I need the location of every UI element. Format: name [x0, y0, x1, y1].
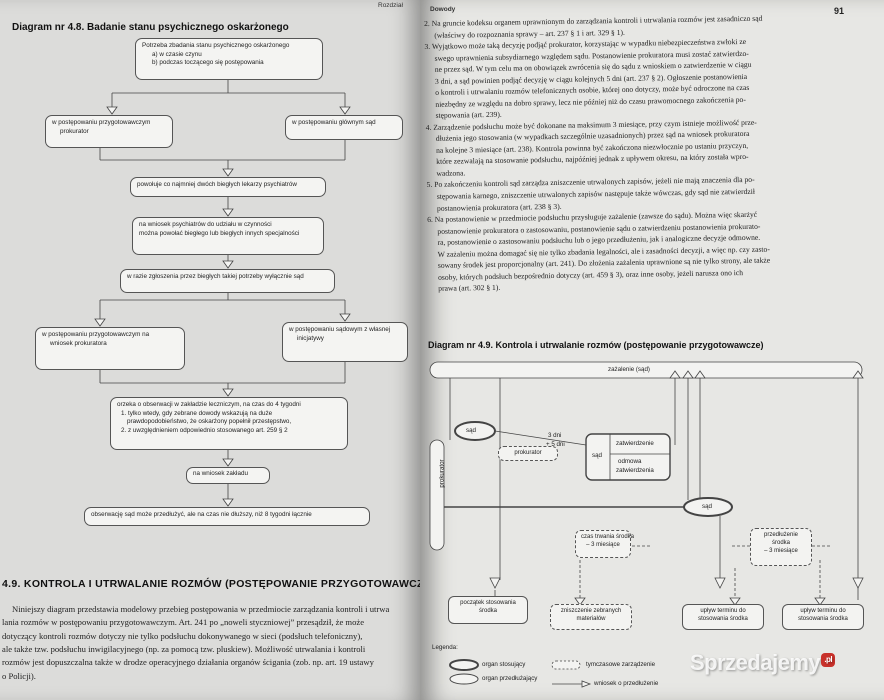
refuse-label-2: zatwierdzenia: [616, 467, 654, 474]
complaint-label: zażalenie (sąd): [608, 366, 650, 373]
court3-label: sąd: [702, 503, 712, 510]
legend-organ-extending: organ przedłużający: [482, 675, 538, 682]
approve-label: zatwierdzenie: [616, 440, 654, 447]
duration-box: czas trwania środka – 3 miesiące: [575, 530, 634, 558]
legend-temporary-order: tymczasowe zarządzenie: [586, 661, 656, 668]
box-court-only: w razie zgłoszenia przez biegłych takiej…: [120, 269, 335, 293]
diagram-title-4-8: Diagram nr 4.8. Badanie stanu psychiczne…: [12, 22, 289, 33]
box-psych-need: Potrzeba zbadania stanu psychicznego osk…: [135, 38, 323, 80]
box-two-experts: powołuje co najmniej dwóch biegłych leka…: [130, 177, 326, 197]
bottom-box-expiry-2: upływ terminu do stosowania środka: [782, 604, 864, 630]
box-expert-request: na wniosek psychiatrów do udziału w czyn…: [132, 217, 324, 255]
box-facility-motion: na wniosek zakładu: [186, 467, 270, 484]
refuse-label-1: odmowa: [618, 458, 642, 465]
right-page: Dowody 91 2. Na gruncie kodeksu organem …: [420, 0, 884, 700]
running-head-left: Rozdział: [378, 2, 403, 9]
extension-box: przedłużenie środka – 3 miesiące: [750, 528, 812, 566]
box-court-own: w postępowaniu sądowym z własnej inicjat…: [282, 322, 408, 362]
prosecutor-vertical-label: prokurator: [438, 459, 446, 488]
running-head-right: Dowody: [430, 6, 456, 13]
bottom-box-expiry-1: upływ terminu do stosowania środka: [682, 604, 764, 630]
legend-extension-motion: wniosek o przedłużenie: [594, 680, 659, 687]
legend-organ-applying: organ stosujący: [482, 661, 526, 668]
page-number: 91: [833, 6, 844, 16]
box-prep-proceedings: w postępowaniu przygotowawczym prokurato…: [45, 115, 173, 148]
box-prep-motion: w postępowaniu przygotowawczym na wniose…: [35, 327, 185, 370]
days-label-2: + 5 dni: [546, 441, 565, 448]
diagram-connectors: [94, 80, 351, 507]
bottom-box-start: początek stosowania środka: [448, 596, 528, 624]
section-body-text: Niniejszy diagram przedstawia modelowy p…: [2, 604, 390, 681]
box-observation: orzeka o obserwacji w zakładzie lecznicz…: [110, 397, 348, 450]
days-label-1: 3 dni: [548, 432, 562, 439]
court2-label: sąd: [592, 452, 602, 459]
diagram-title-4-9: Diagram nr 4.9. Kontrola i utrwalanie ro…: [428, 340, 764, 350]
legend-title: Legenda:: [432, 644, 458, 651]
section-heading-4-9: 4.9. KONTROLA I UTRWALANIE ROZMÓW (POSTĘ…: [2, 578, 420, 590]
box-main-proceedings: w postępowaniu głównym sąd: [285, 115, 403, 140]
box-extend-observation: obserwację sąd może przedłużyć, ale na c…: [84, 507, 370, 526]
court-label: sąd: [466, 427, 476, 434]
left-page: Rozdział Diagram nr 4.8. Badanie stanu p…: [0, 0, 420, 700]
prosecutor-box: prokurator: [498, 446, 558, 461]
bottom-box-destroy: zniszczenie zebranych materiałów: [550, 604, 632, 630]
watermark-logo: Sprzedajemy.pl: [690, 650, 836, 676]
